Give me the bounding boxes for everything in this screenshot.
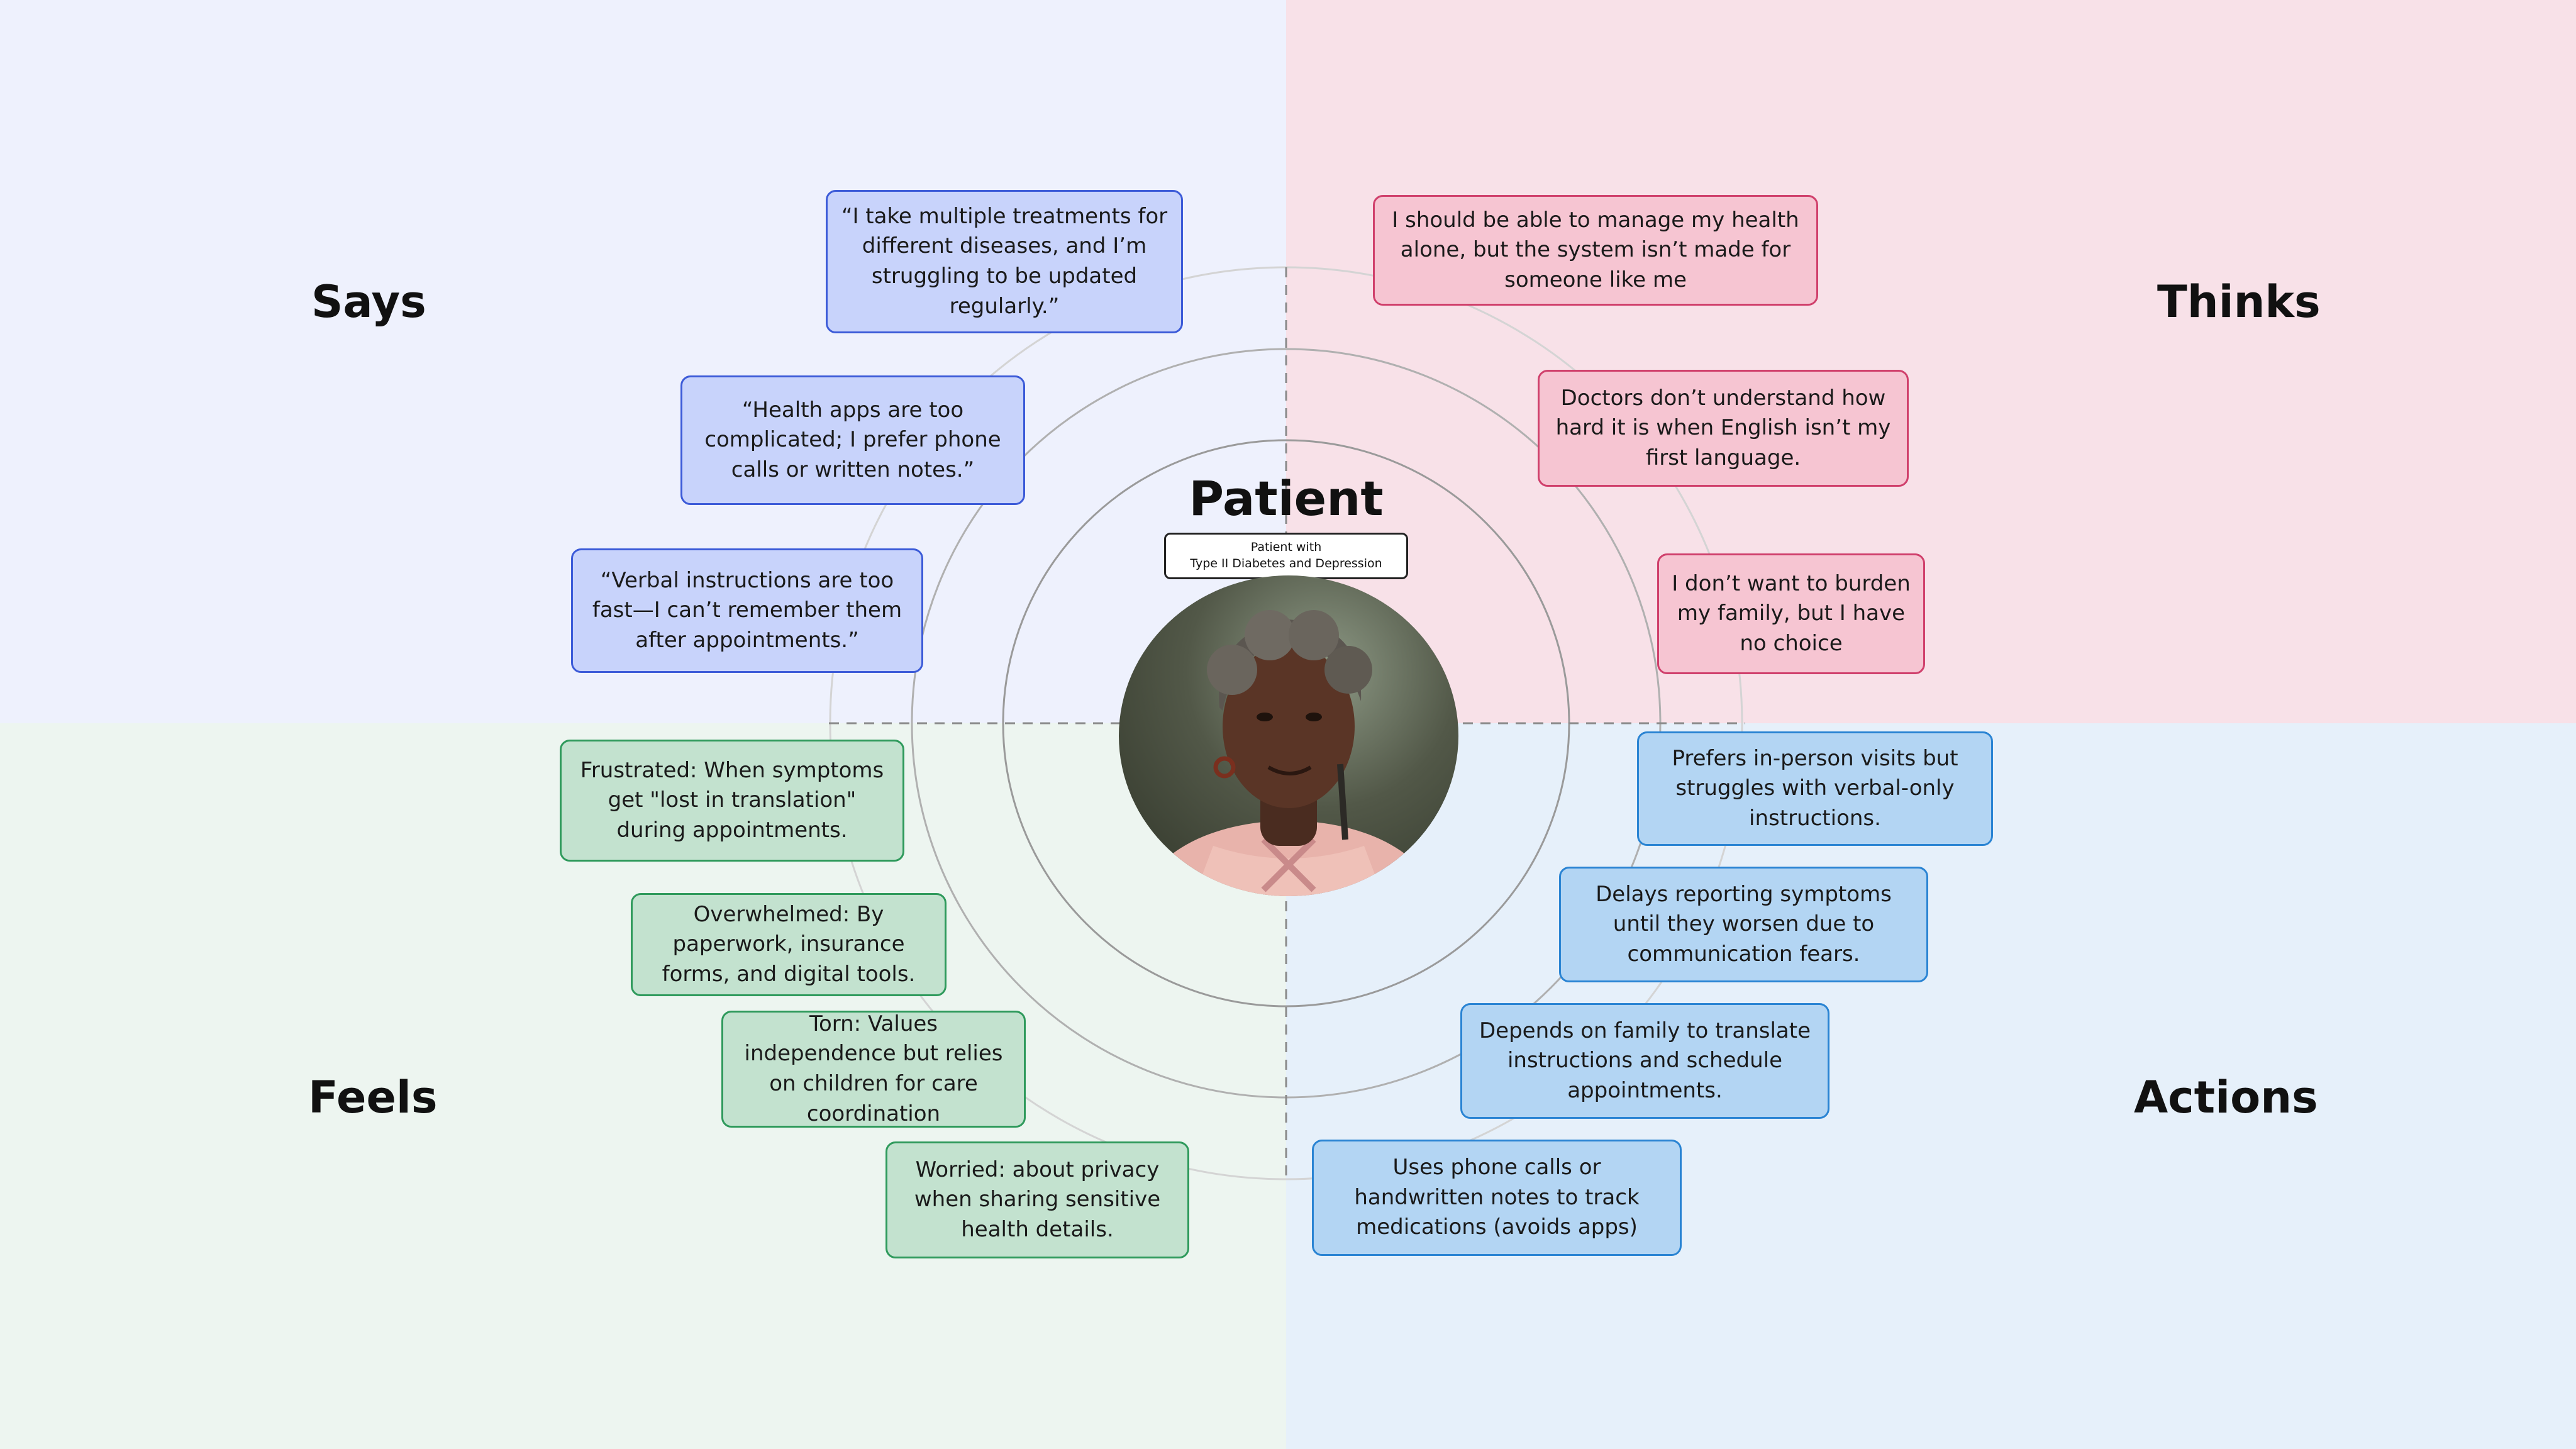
feels-note: Worried: about privacy when sharing sens… — [886, 1141, 1189, 1258]
says-note: “I take multiple treatments for differen… — [826, 190, 1183, 333]
heading-feels: Feels — [308, 1072, 438, 1123]
says-note: “Verbal instructions are too fast—I can’… — [571, 548, 923, 673]
center-subtitle: Patient with Type II Diabetes and Depres… — [1164, 533, 1408, 579]
center-subtitle-line1: Patient with — [1250, 540, 1322, 554]
patient-photo — [1119, 575, 1458, 896]
actions-note: Depends on family to translate instructi… — [1460, 1003, 1829, 1119]
thinks-note: I don’t want to burden my family, but I … — [1657, 553, 1925, 674]
actions-note: Delays reporting symptoms until they wor… — [1559, 867, 1928, 982]
center-subtitle-line2: Type II Diabetes and Depression — [1190, 556, 1382, 570]
says-note: “Health apps are too complicated; I pref… — [680, 375, 1025, 505]
actions-note: Uses phone calls or handwritten notes to… — [1312, 1140, 1682, 1256]
thinks-note: Doctors don’t understand how hard it is … — [1538, 370, 1909, 487]
heading-thinks: Thinks — [2157, 276, 2321, 328]
center-title: Patient — [1189, 470, 1384, 526]
heading-actions: Actions — [2134, 1072, 2318, 1123]
patient-portrait-illustration — [1144, 610, 1433, 896]
thinks-quadrant — [1286, 0, 2576, 723]
feels-note: Frustrated: When symptoms get "lost in t… — [560, 740, 904, 862]
heading-says: Says — [311, 276, 426, 328]
feels-note: Torn: Values independence but relies on … — [721, 1011, 1026, 1128]
actions-note: Prefers in-person visits but struggles w… — [1637, 731, 1993, 846]
feels-note: Overwhelmed: By paperwork, insurance for… — [631, 893, 947, 996]
thinks-note: I should be able to manage my health alo… — [1373, 195, 1818, 306]
